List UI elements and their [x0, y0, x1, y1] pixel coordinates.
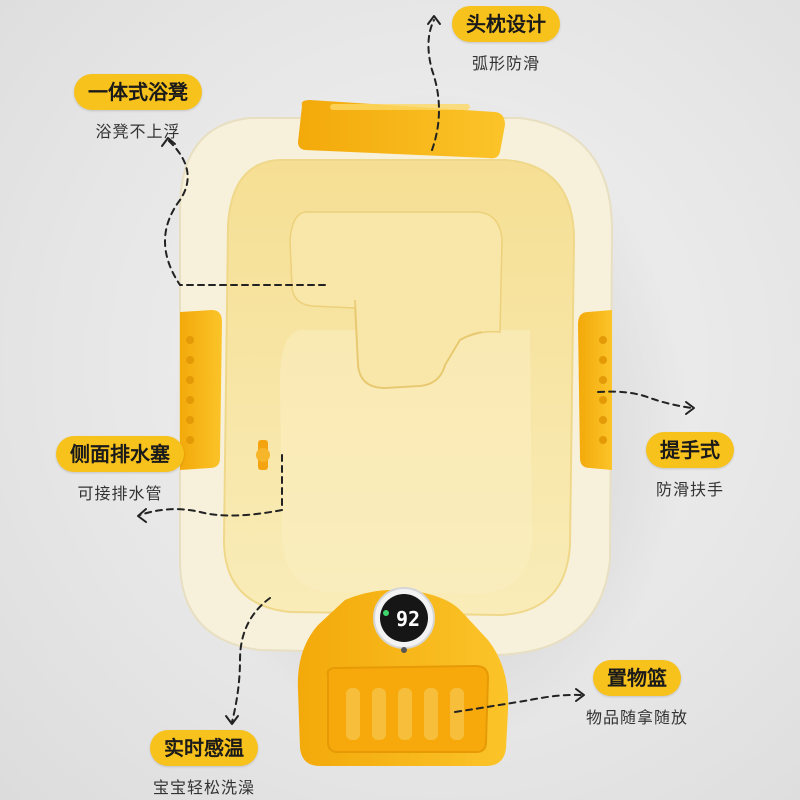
callout-headrest: 头枕设计 弧形防滑	[452, 6, 560, 74]
arrow-drain	[137, 508, 147, 523]
left-handle	[180, 310, 222, 470]
callout-handle-title: 提手式	[646, 432, 734, 468]
callout-basket: 置物篮 物品随拿随放	[586, 660, 688, 728]
bath-seat-shade	[354, 299, 483, 390]
callout-headrest-title: 头枕设计	[452, 6, 560, 42]
arrow-thermometer	[225, 715, 239, 725]
leader-arrowheads	[137, 15, 695, 725]
headrest-highlight	[330, 104, 470, 110]
callout-handle-subtitle: 防滑扶手	[655, 480, 724, 499]
leader-thermometer	[231, 597, 271, 723]
leader-seat	[164, 139, 326, 286]
callout-basket-subtitle: 物品随拿随放	[586, 708, 689, 727]
callout-basket-title: 置物篮	[593, 660, 681, 696]
callout-drain-title: 侧面排水塞	[56, 436, 184, 472]
callout-headrest-subtitle: 弧形防滑	[471, 54, 540, 73]
callout-seat: 一体式浴凳 浴凳不上浮	[74, 74, 202, 142]
callout-drain-subtitle: 可接排水管	[77, 484, 163, 503]
callout-seat-subtitle: 浴凳不上浮	[95, 122, 181, 141]
callout-handle: 提手式 防滑扶手	[646, 432, 734, 500]
arrow-seat	[161, 137, 176, 147]
leader-drain	[139, 454, 283, 517]
callout-thermometer-subtitle: 宝宝轻松洗澡	[152, 778, 255, 797]
thermometer-screen	[380, 594, 428, 642]
callout-thermometer: 实时感温 宝宝轻松洗澡	[150, 730, 258, 798]
leader-headrest	[427, 19, 440, 151]
arrow-headrest	[427, 15, 441, 25]
callout-thermometer-title: 实时感温	[150, 730, 258, 766]
leader-basket	[454, 693, 583, 713]
thermometer-indicator-icon	[383, 610, 389, 616]
arrow-handle	[685, 401, 695, 415]
callout-seat-title: 一体式浴凳	[74, 74, 202, 110]
right-handle	[578, 310, 612, 470]
tub-bottom	[280, 330, 532, 594]
left-handle-grip-dots	[186, 336, 194, 444]
right-handle-grip-dots	[599, 336, 607, 444]
arrow-basket	[575, 688, 585, 702]
basket-slots	[346, 688, 464, 740]
callout-drain: 侧面排水塞 可接排水管	[56, 436, 184, 504]
leader-handle	[597, 390, 693, 409]
thermometer-reading: 92	[396, 607, 420, 631]
leader-lines	[139, 19, 693, 723]
thermometer-sensor	[401, 647, 407, 653]
drain-plug-icon	[256, 440, 270, 470]
headrest-bar	[298, 100, 505, 159]
